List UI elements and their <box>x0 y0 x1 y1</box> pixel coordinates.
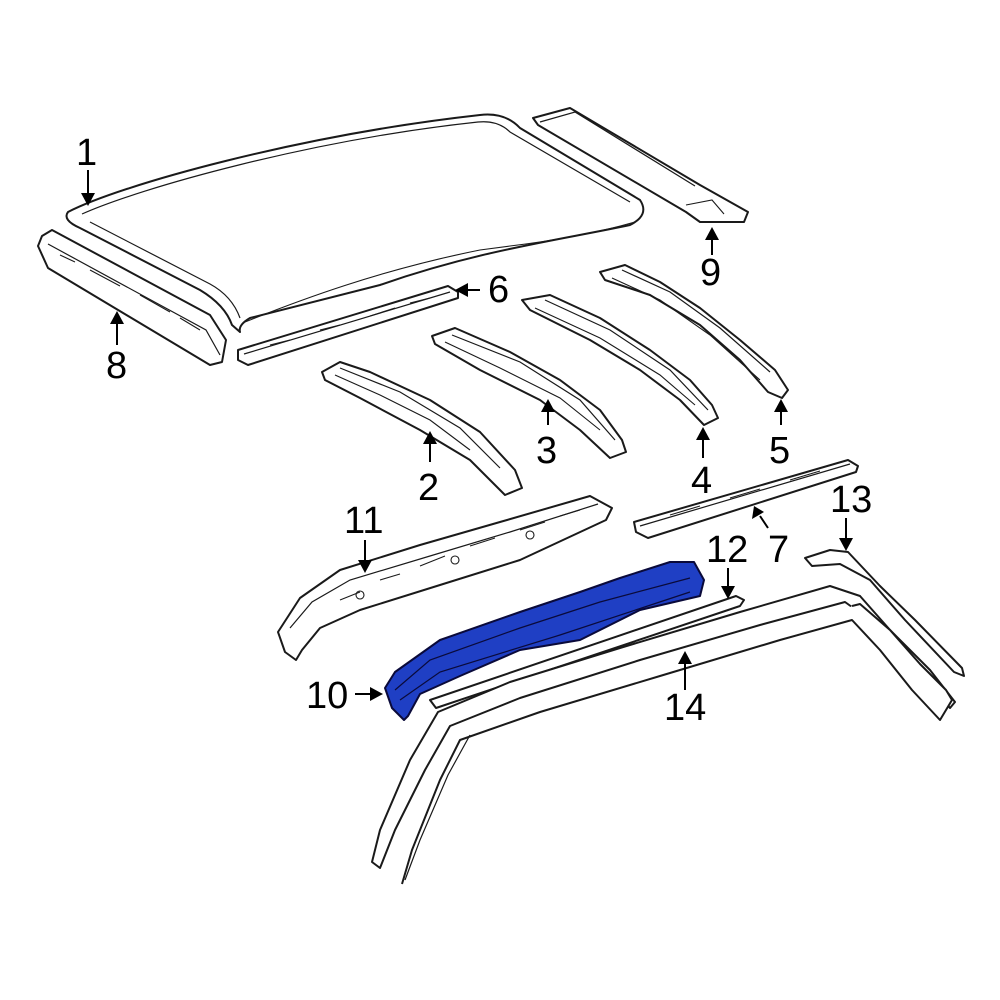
part-9-rear-header[interactable] <box>532 107 749 223</box>
part-4-roof-bow[interactable] <box>521 294 719 426</box>
leader-lines <box>81 170 853 701</box>
callout-4: 4 <box>691 460 712 502</box>
part-3-roof-bow[interactable] <box>431 327 627 459</box>
callout-14: 14 <box>664 687 706 729</box>
callout-2: 2 <box>418 467 439 509</box>
callout-labels: 1 2 3 4 5 6 7 8 9 10 11 12 13 14 <box>76 132 872 729</box>
part-1-roof-panel[interactable] <box>65 113 645 333</box>
part-8-front-header[interactable] <box>37 229 227 366</box>
part-11-inner-side-rail[interactable] <box>277 495 613 661</box>
callout-11: 11 <box>344 500 383 542</box>
callout-8: 8 <box>106 345 127 387</box>
part-10-roof-side-rail[interactable] <box>384 561 705 721</box>
callout-3: 3 <box>536 430 557 472</box>
callout-13: 13 <box>830 479 872 521</box>
part-5-roof-bow[interactable] <box>599 264 789 399</box>
callout-6: 6 <box>488 269 509 311</box>
part-2-roof-bow[interactable] <box>321 361 523 496</box>
part-12-weatherstrip[interactable] <box>429 595 745 709</box>
callout-7: 7 <box>768 529 789 571</box>
callout-5: 5 <box>769 430 790 472</box>
callout-9: 9 <box>700 252 721 294</box>
callout-1: 1 <box>76 132 97 174</box>
part-7-roof-bow[interactable] <box>633 459 859 539</box>
callout-12: 12 <box>706 529 748 571</box>
callout-10: 10 <box>306 675 348 717</box>
part-6-roof-bow[interactable] <box>237 285 459 366</box>
part-14-roof-molding[interactable] <box>371 585 956 885</box>
part-13-drip-molding[interactable] <box>804 549 965 677</box>
